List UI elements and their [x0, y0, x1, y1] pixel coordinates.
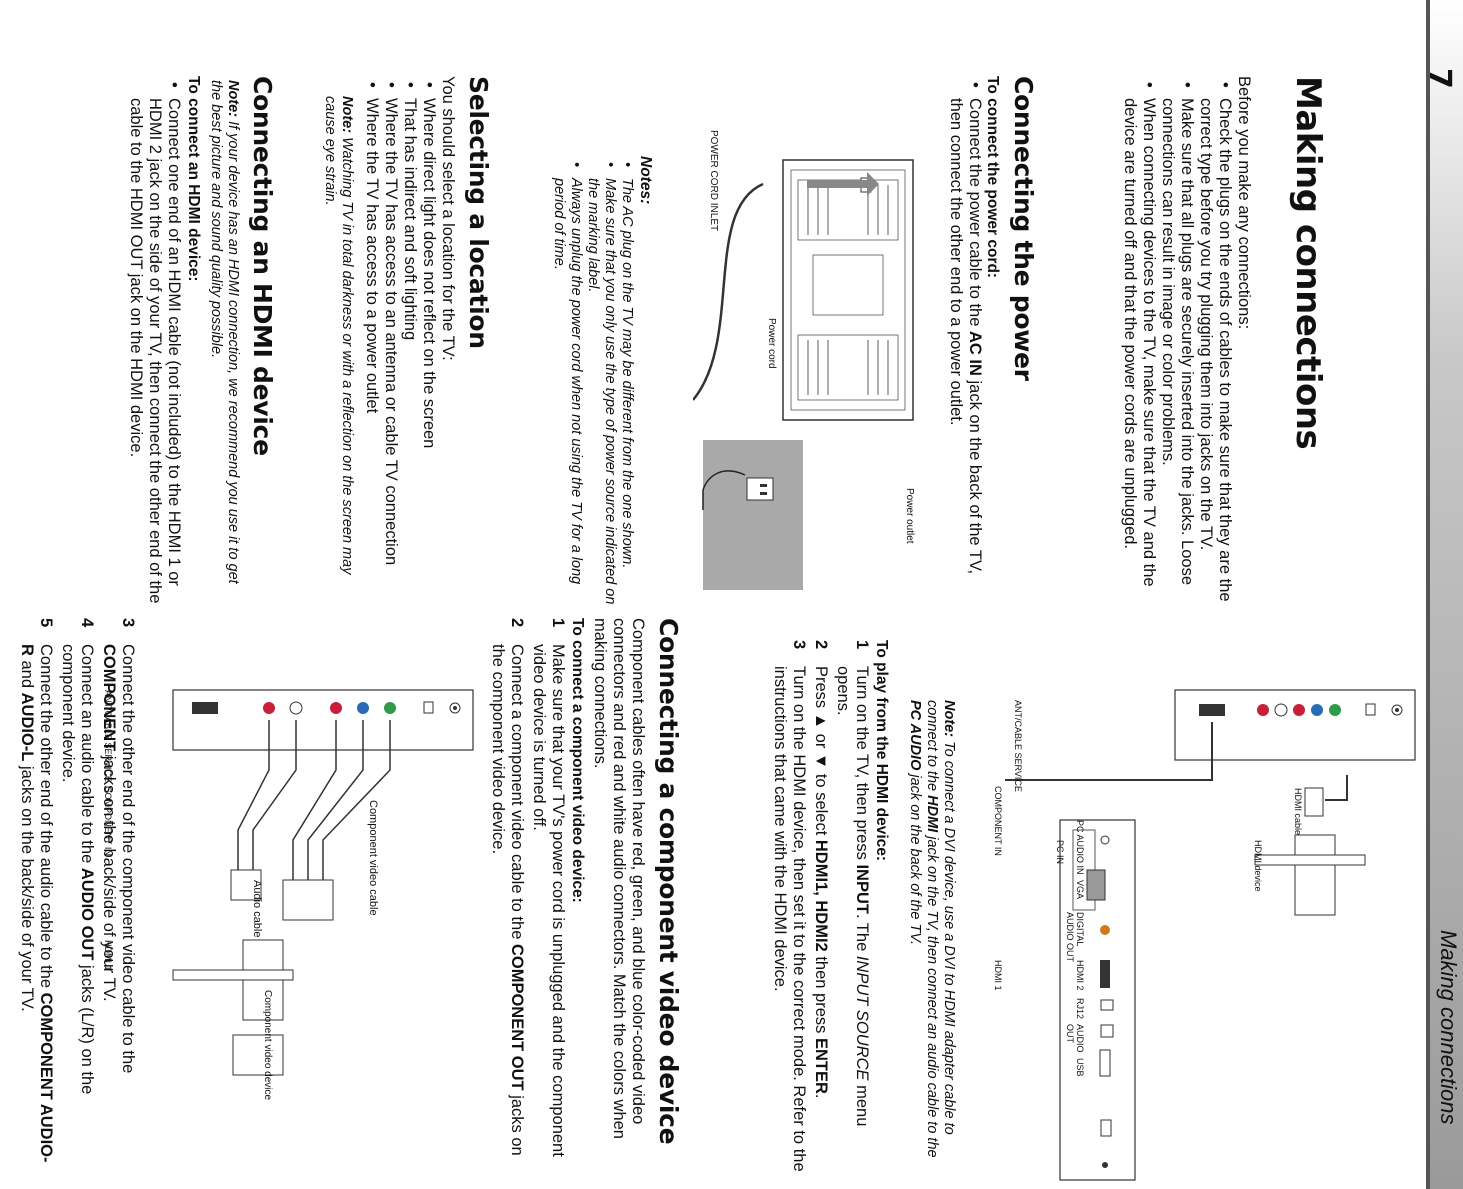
page-number: 7	[1422, 68, 1457, 89]
list-item: Make sure that you only use the type of …	[584, 160, 618, 620]
hdmi-device-label: HDMI device	[1253, 840, 1263, 892]
hdmi-play-subhead: To play from the HDMI device:	[873, 640, 890, 862]
component-title: Connecting a component video device	[654, 618, 683, 1145]
location-title: Selecting a location	[464, 76, 493, 349]
ant-label: ANT/CABLE SERVICE	[1013, 700, 1023, 792]
location-bullets: Where direct light does not reflect on t…	[362, 80, 438, 620]
list-item: Connect the power cable to the AC IN jac…	[946, 80, 984, 610]
dvi-note: Note: To connect a DVI device, use a DVI…	[907, 700, 957, 1158]
making-connections-bullets: Check the plugs on the ends of cables to…	[1120, 80, 1234, 620]
power-outlet	[703, 440, 803, 590]
cord-label: Power cord	[766, 318, 777, 369]
power-diagram	[693, 159, 914, 590]
hdmi1-label: HDMI 1	[993, 960, 1003, 991]
jack-green	[1329, 704, 1341, 716]
location-note: Note: Watching TV in total darkness or w…	[322, 96, 355, 575]
header-bar	[1430, 0, 1463, 1189]
list-item: Connect one end of an HDMI cable (not in…	[126, 80, 183, 610]
header-rule	[1426, 0, 1430, 1189]
list-item: Always unplug the power cord when not us…	[550, 160, 584, 620]
list-item: The AC plug on the TV may be different f…	[618, 160, 635, 620]
hdmi-note: Note: If your device has an HDMI connect…	[208, 80, 241, 584]
component-subhead: To connect a component video device:	[569, 618, 586, 903]
component-intro: Component cables often have red, green, …	[591, 618, 647, 1139]
rj12-label: RJ12	[1075, 998, 1085, 1020]
notes-title: Notes:	[637, 156, 654, 205]
power-notes: The AC plug on the TV may be different f…	[550, 160, 635, 620]
jack-red-audio	[1257, 704, 1269, 716]
component-in-label: COMPONENT IN	[993, 786, 1003, 856]
jack-white	[1274, 703, 1288, 717]
list-item: Check the plugs on the ends of cables to…	[1196, 80, 1234, 620]
power-title: Connecting the power	[1009, 76, 1038, 381]
list-item: Where the TV has access to an antenna or…	[381, 80, 400, 620]
hdmi2-label: HDMI 2	[1075, 960, 1085, 991]
running-head: Making connections	[1436, 930, 1461, 1125]
power-bullets: Connect the power cable to the AC IN jac…	[946, 80, 984, 610]
list-item: That has indirect and soft lighting	[400, 80, 419, 620]
making-connections-intro: Before you make any connections:	[1235, 76, 1253, 330]
hdmi-cable-label: HDMI cable	[1293, 788, 1303, 836]
vga-label: VGA	[1075, 880, 1085, 900]
component-diagram	[172, 689, 474, 1076]
hdmi-bullets: Connect one end of an HDMI cable (not in…	[126, 80, 183, 610]
list-item: Where direct light does not reflect on t…	[419, 80, 438, 620]
list-item: Where the TV has access to a power outle…	[362, 80, 381, 620]
hdmi-diagram	[1005, 689, 1416, 1181]
component-video-cable-label: Component video cable	[367, 800, 379, 916]
making-connections-title: Making connections	[1288, 76, 1328, 450]
component-device-label: Component video device	[262, 990, 273, 1101]
tv-back-panel	[782, 159, 914, 421]
location-intro: You should select a location for the TV:	[439, 76, 457, 361]
inlet-label: POWER CORD INLET	[708, 130, 719, 232]
list-item: Make sure that all plugs are securely in…	[1158, 80, 1196, 620]
jack-blue	[1311, 704, 1323, 716]
power-cord	[693, 182, 764, 401]
pc-in-label: PC IN	[1055, 840, 1065, 865]
hdmi-title: Connecting an HDMI device	[248, 76, 277, 456]
inlet-arrow	[807, 172, 879, 196]
hdmi-subhead: To connect an HDMI device:	[185, 76, 202, 282]
power-subhead: To connect the power cord:	[984, 76, 1001, 279]
pc-audio-in-label: PC AUDIO IN	[1075, 820, 1085, 875]
audio-cable-label: Audio cable	[251, 880, 263, 938]
outlet-label: Power outlet	[904, 488, 915, 544]
list-item: When connecting devices to the TV, make …	[1120, 80, 1158, 620]
usb-label: USB	[1075, 1058, 1085, 1077]
jack-red	[1293, 704, 1305, 716]
hdmi-device-icon	[1294, 834, 1336, 916]
